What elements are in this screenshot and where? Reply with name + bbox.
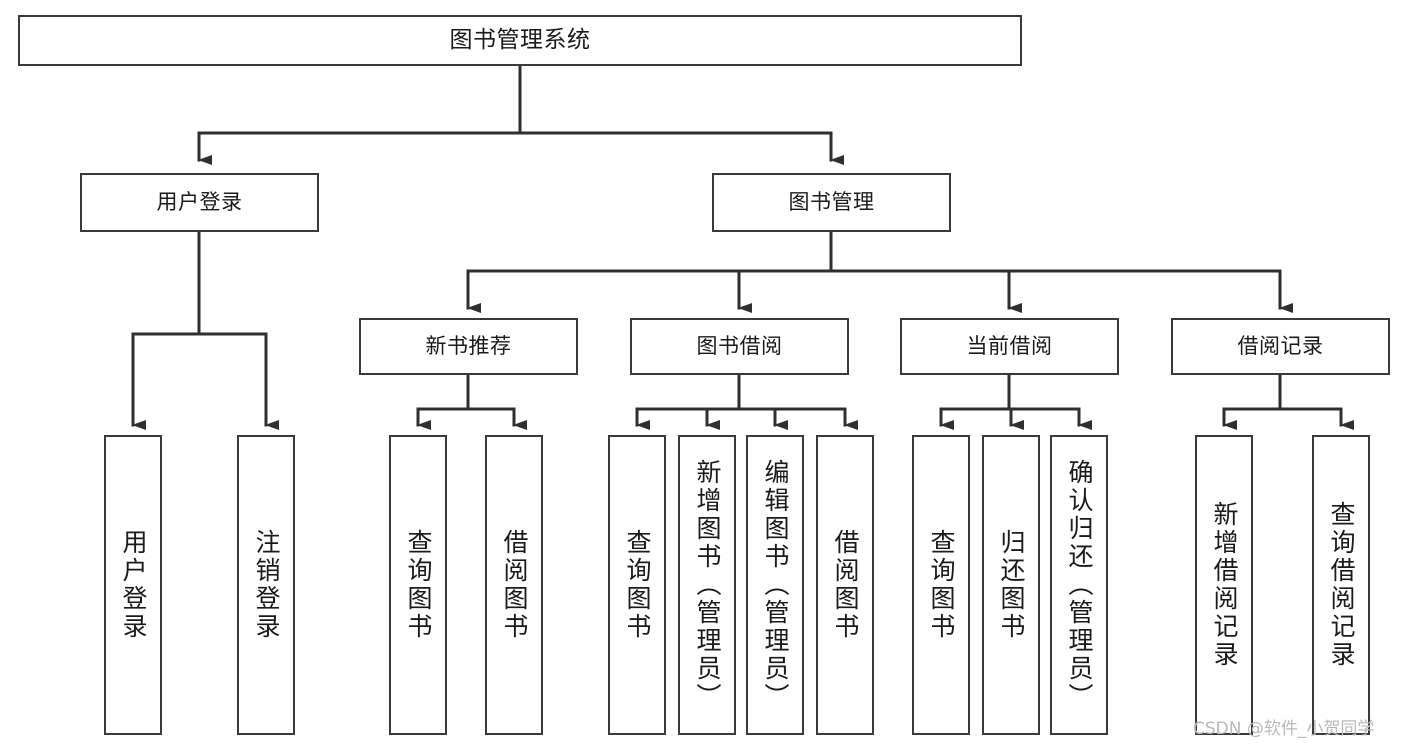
node-user-login[interactable]: 用户登录 — [80, 173, 319, 232]
leaf-current-query-book[interactable]: 查询图书 — [912, 435, 970, 735]
node-label: 归还图书 — [997, 529, 1026, 641]
node-label: 查询图书 — [404, 529, 433, 641]
node-label: 图书管理系统 — [449, 27, 591, 54]
node-new-book-recommend[interactable]: 新书推荐 — [359, 318, 578, 375]
leaf-user-login-login[interactable]: 用户登录 — [104, 435, 162, 735]
node-label: 新增借阅记录 — [1210, 501, 1239, 669]
node-label: 新书推荐 — [425, 334, 512, 359]
node-book-borrow[interactable]: 图书借阅 — [630, 318, 849, 375]
node-label: 注销登录 — [252, 529, 281, 641]
node-book-management[interactable]: 图书管理 — [712, 173, 951, 232]
node-label: 用户登录 — [119, 529, 148, 641]
node-label: 查询图书 — [623, 529, 652, 641]
leaf-record-add[interactable]: 新增借阅记录 — [1195, 435, 1253, 735]
leaf-record-query[interactable]: 查询借阅记录 — [1312, 435, 1370, 735]
node-label: 借阅图书 — [831, 529, 860, 641]
node-label: 借阅记录 — [1237, 334, 1324, 359]
leaf-new-book-borrow[interactable]: 借阅图书 — [485, 435, 543, 735]
node-label: 新增图书（管理员） — [693, 459, 722, 711]
node-root-system[interactable]: 图书管理系统 — [18, 15, 1022, 66]
leaf-current-confirm-return[interactable]: 确认归还（管理员） — [1050, 435, 1108, 735]
node-label: 图书管理 — [788, 190, 875, 215]
leaf-current-return-book[interactable]: 归还图书 — [982, 435, 1040, 735]
node-label: 借阅图书 — [500, 529, 529, 641]
node-label: 确认归还（管理员） — [1065, 459, 1094, 711]
node-label: 查询借阅记录 — [1327, 501, 1356, 669]
node-label: 当前借阅 — [966, 334, 1053, 359]
leaf-borrow-add-book[interactable]: 新增图书（管理员） — [678, 435, 736, 735]
leaf-user-login-logout[interactable]: 注销登录 — [237, 435, 295, 735]
node-label: 查询图书 — [927, 529, 956, 641]
leaf-new-book-query[interactable]: 查询图书 — [389, 435, 447, 735]
node-label: 图书借阅 — [696, 334, 783, 359]
leaf-borrow-edit-book[interactable]: 编辑图书（管理员） — [746, 435, 804, 735]
node-current-borrow[interactable]: 当前借阅 — [900, 318, 1119, 375]
node-borrow-record[interactable]: 借阅记录 — [1171, 318, 1390, 375]
leaf-borrow-query-book[interactable]: 查询图书 — [608, 435, 666, 735]
node-label: 用户登录 — [156, 190, 243, 215]
leaf-borrow-borrow-book[interactable]: 借阅图书 — [816, 435, 874, 735]
node-label: 编辑图书（管理员） — [761, 459, 790, 711]
